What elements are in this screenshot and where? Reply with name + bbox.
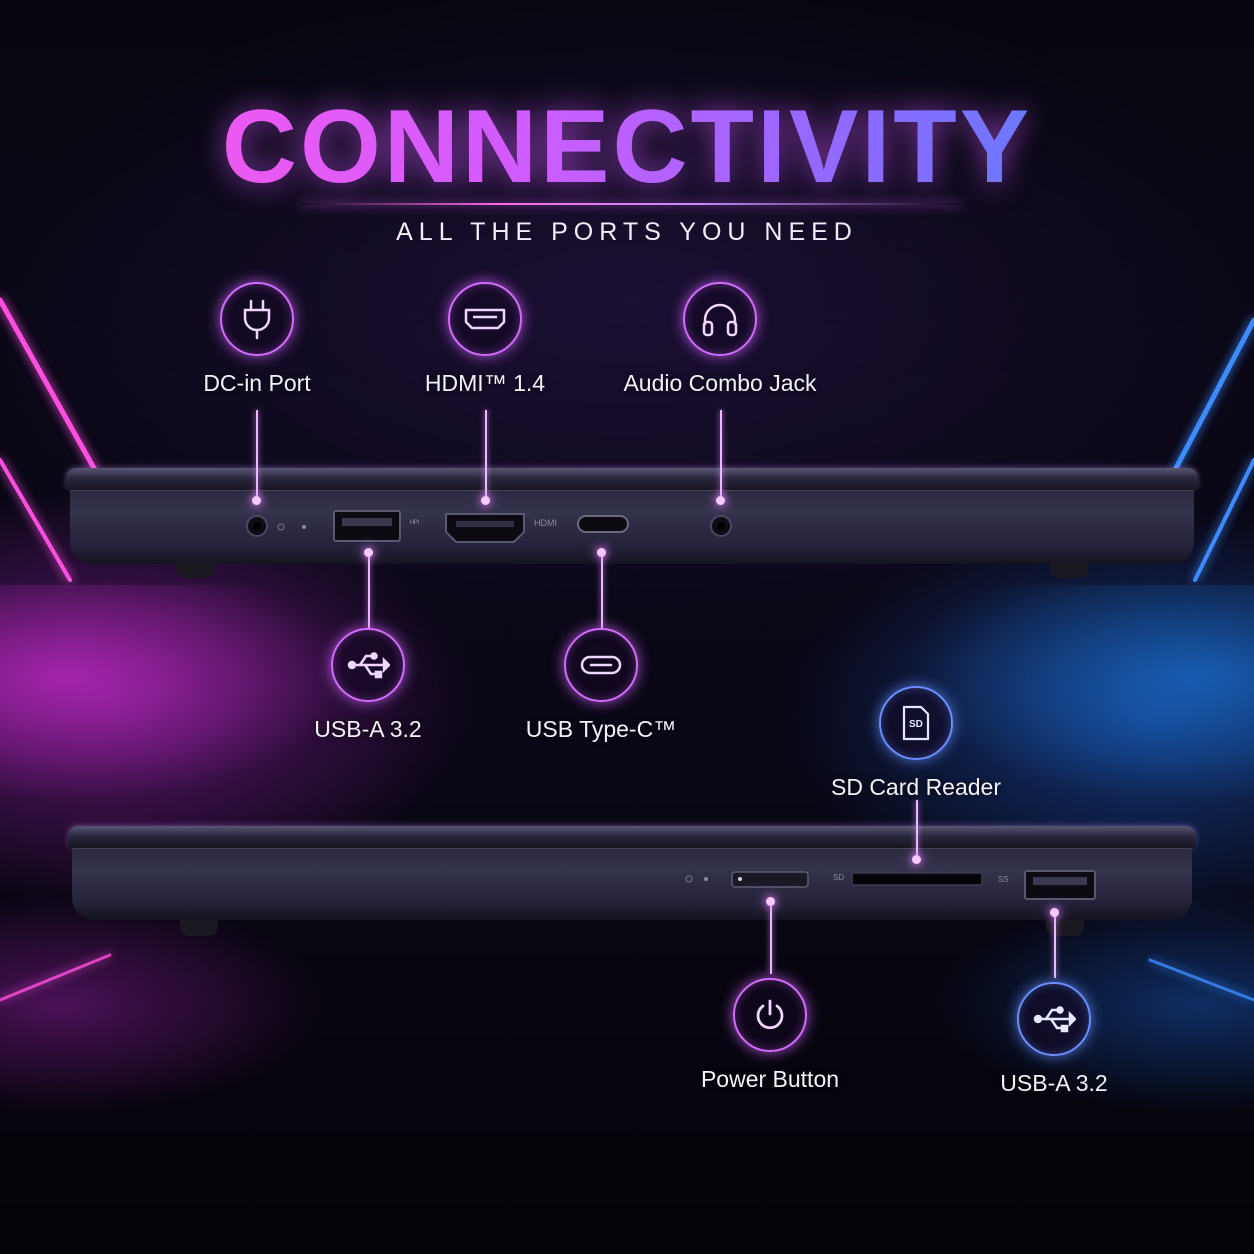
title-underline (300, 203, 960, 205)
callout-label: Audio Combo Jack (623, 370, 817, 396)
left-side-ports (246, 510, 732, 543)
callout-sd-card-reader: SD SD Card Reader (806, 686, 1026, 801)
headphones-icon (683, 282, 757, 356)
connector-line (720, 410, 722, 500)
connector-dot (766, 897, 775, 906)
laptop-foot (180, 920, 218, 936)
hdmi-icon (448, 282, 522, 356)
laptop-left-side: ᴴᴾᴵ HDMI (66, 468, 1198, 578)
callout-audio-combo-jack: Audio Combo Jack (598, 282, 842, 397)
laptop-right-side: SD SS (68, 826, 1196, 936)
sd-slot-marking: SD (833, 873, 845, 882)
callout-usb-a-left: USB-A 3.2 (268, 628, 468, 743)
laptop-foot (1050, 562, 1088, 578)
connector-dot (597, 548, 606, 557)
connector-line (1054, 914, 1056, 978)
callout-label: USB Type-C™ (525, 716, 677, 742)
connector-line (770, 904, 772, 974)
laptop-lid (66, 468, 1198, 490)
svg-text:SD: SD (909, 719, 923, 730)
callout-label: Power Button (700, 1066, 840, 1092)
connector-dot (1050, 908, 1059, 917)
usb-icon (331, 628, 405, 702)
connector-line (485, 410, 487, 500)
power-plug-icon (220, 282, 294, 356)
hdmi-port-marking: HDMI (534, 518, 557, 528)
connector-line (368, 552, 370, 628)
callout-label: DC-in Port (203, 370, 311, 396)
laptop-lid (68, 826, 1196, 848)
right-side-ports (685, 870, 1096, 900)
sd-card-icon: SD (879, 686, 953, 760)
callout-label: USB-A 3.2 (1000, 1070, 1108, 1096)
power-icon (733, 978, 807, 1052)
connector-dot (912, 855, 921, 864)
connector-dot (252, 496, 261, 505)
connector-line (601, 552, 603, 628)
usb-icon (1017, 982, 1091, 1056)
page-subtitle: ALL THE PORTS YOU NEED (396, 218, 858, 246)
laptop-base (72, 848, 1192, 920)
laptop-foot (1046, 920, 1084, 936)
callout-dc-in-port: DC-in Port (157, 282, 357, 397)
page-title: CONNECTIVITY (0, 88, 1254, 207)
callout-usb-a-right: USB-A 3.2 (954, 982, 1154, 1097)
callout-label: SD Card Reader (830, 774, 1002, 800)
callout-label: USB-A 3.2 (314, 716, 422, 742)
connector-dot (716, 496, 725, 505)
usb-c-icon (564, 628, 638, 702)
connector-line (916, 800, 918, 858)
callout-usb-type-c: USB Type-C™ (501, 628, 701, 743)
connector-dot (364, 548, 373, 557)
usb-port-marking: SS (998, 875, 1009, 884)
connector-dot (481, 496, 490, 505)
callout-label: HDMI™ 1.4 (424, 370, 546, 396)
usb-port-marking: ᴴᴾᴵ (410, 518, 420, 528)
callout-power-button: Power Button (670, 978, 870, 1093)
laptop-foot (176, 562, 214, 578)
callout-hdmi: HDMI™ 1.4 (385, 282, 585, 397)
connector-line (256, 410, 258, 500)
